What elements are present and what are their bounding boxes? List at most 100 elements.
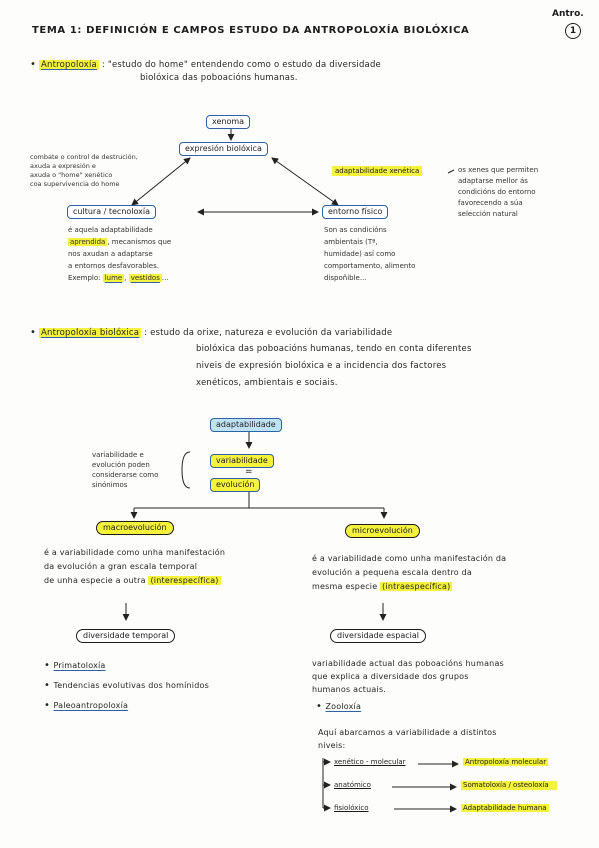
entorno-desc-line: ambientais (Tª, [324,238,378,246]
section1-line2: biolóxica das poboacións humanas. [140,73,298,83]
macro-desc-part: de unha especie a outra [44,576,149,585]
levels-intro: Aquí abarcamos a variabilidade a distint… [318,726,497,752]
levels-intro-line: Aquí abarcamos a variabilidade a distint… [318,728,497,737]
cultura-desc-part: é aquela adaptabilidade [68,226,153,234]
cultura-desc-part: , mecanismos que [107,238,172,246]
bullet-icon: • [44,700,54,711]
left-note-line: coa supervivencia do home [30,180,120,188]
bullet-icon: • [30,59,37,70]
level-a-xenetico: xenético - molecular [334,758,406,766]
entorno-desc-line: dispoñible... [324,274,367,282]
right-note-line: adaptarse mellor ás [458,177,528,185]
tag-interespecifica: (interespecífica) [148,576,221,585]
left-note-line: axuda o "home" xenético [30,171,113,179]
macro-description: é a variabilidade como unha manifestació… [44,546,225,588]
left-note: combate o control de destrución, axuda a… [30,153,138,189]
item-label: Zooloxía [325,702,362,711]
node-macroevolucion: macroevolución [96,521,174,535]
node-expresion-bioloxica: expresión biolóxica [179,142,268,156]
item-label: Paleoantropoloxía [53,701,129,710]
levels-intro-line: niveis: [318,741,346,750]
cultura-desc-highlight: aprendida [68,238,108,246]
node-microevolucion: microevolución [345,524,420,538]
list-item: • Paleoantropoloxía [44,696,209,716]
level-b-somatoloxia: Somatoloxía / osteoloxía [461,781,557,790]
section2-heading: • Antropoloxía biolóxica : estudo da ori… [30,326,392,340]
bullet-icon: • [30,327,37,338]
micro-description-b: variabilidade actual das poboacións huma… [312,657,504,696]
right-note-line: os xenes que permiten [458,166,539,174]
micro-desc-line: mesma especie (intraespecífica) [312,580,506,594]
node-cultura-tecnoloxia: cultura / tecnoloxía [67,205,157,219]
cultura-desc-part: ... [161,274,169,282]
cultura-desc-line: nos axudan a adaptarse [68,250,153,258]
page-number: 1 [565,23,581,39]
side-note-line: sinónimos [92,481,128,489]
right-note-line: condicións do entorno [458,188,536,196]
cultura-desc-line: a entornos desfavorables. [68,262,159,270]
level-b-molecular: Antropoloxía molecular [463,758,549,766]
page-title: TEMA 1: DEFINICIÓN E CAMPOS ESTUDO DA AN… [32,25,470,36]
example-lume: lume [102,274,125,282]
label-adaptabilidade-xenetica: adaptabilidade xenética [332,166,423,176]
node-adaptabilidade: adaptabilidade [210,418,282,432]
left-note-line: axuda a expresión e [30,162,96,170]
level-a-fisioloxico: fisiolóxico [334,804,369,812]
node-xenoma: xenoma [206,115,251,129]
bullet-icon: • [316,701,326,712]
section2-line: : estudo da orixe, natureza e evolución … [144,328,393,338]
micro-desc-b-line: que explica a diversidade dos grupos [312,672,469,681]
section1-line1: : "estudo do home" entendendo como o est… [101,60,381,70]
level-b-adaptabilidade: Adaptabilidade humana [461,804,549,812]
section2-line: niveis de expresión biolóxica e a incide… [196,361,447,371]
tag-intraespecifica: (intraespecífica) [380,582,453,591]
micro-desc-part: mesma especie [312,582,381,591]
node-diversidade-espacial: diversidade espacial [330,629,426,643]
cultura-description: é aquela adaptabilidade aprendida, mecan… [68,224,171,284]
cultura-desc-part: , [124,274,129,282]
side-note-line: considerarse como [92,471,159,479]
tree-side-note: variabilidade e evolución poden consider… [92,450,158,490]
micro-desc-line: é a variabilidade como unha manifestació… [312,554,507,563]
right-note: os xenes que permiten adaptarse mellor á… [458,165,538,220]
micro-item: • Zooloxía [316,700,361,713]
item-label: Tendencias evolutivas dos homínidos [53,681,209,690]
right-note-line: favorecendo a súa [458,199,523,207]
level-a-anatomico: anatómico [334,781,371,789]
cultura-desc-line: Exemplo: lume, vestidos... [68,272,171,284]
cultura-desc-part: Exemplo: [68,274,103,282]
entorno-description: Son as condicións ambientais (Tª, humida… [324,224,415,284]
side-note-line: evolución poden [92,461,150,469]
micro-desc-b-line: humanos actuais. [312,685,387,694]
section2-line: xenéticos, ambientais e sociais. [196,378,338,388]
side-note-line: variabilidade e [92,451,144,459]
bullet-icon: • [44,660,54,671]
micro-description: é a variabilidade como unha manifestació… [312,552,506,594]
bullet-icon: • [44,680,54,691]
term-antropoloxia-bioloxica: Antropoloxía biolóxica [39,328,142,338]
list-item: • Primatoloxía [44,656,209,676]
node-evolucion: evolución [210,478,261,492]
macro-desc-line: é a variabilidade como unha manifestació… [44,548,226,557]
entorno-desc-line: Son as condicións [324,226,387,234]
cultura-desc-line: aprendida, mecanismos que [68,236,171,248]
entorno-desc-line: comportamento, alimento [324,262,416,270]
section1-heading: • Antropoloxía : "estudo do home" entend… [30,58,381,72]
example-vestidos: vestidos [128,274,162,282]
section2-line: biolóxica das poboacións humanas, tendo … [196,344,472,354]
node-diversidade-temporal: diversidade temporal [76,629,176,643]
equals-sign: = [245,467,253,477]
corner-label: Antro. [552,9,584,19]
node-entorno-fisico: entorno físico [322,205,389,219]
left-note-line: combate o control de destrución, [30,153,138,161]
micro-desc-b-line: variabilidade actual das poboacións huma… [312,659,504,668]
entorno-desc-line: humidade) así como [324,250,396,258]
macro-desc-line: da evolución a gran escala temporal [44,562,198,571]
list-item: • Tendencias evolutivas dos homínidos [44,676,209,696]
node-variabilidade: variabilidade [210,454,274,468]
right-note-line: selección natural [458,210,518,218]
macro-desc-line: de unha especie a outra (interespecífica… [44,574,225,588]
cultura-desc-line: é aquela adaptabilidade [68,224,171,236]
term-antropoloxia: Antropoloxía [39,60,99,70]
